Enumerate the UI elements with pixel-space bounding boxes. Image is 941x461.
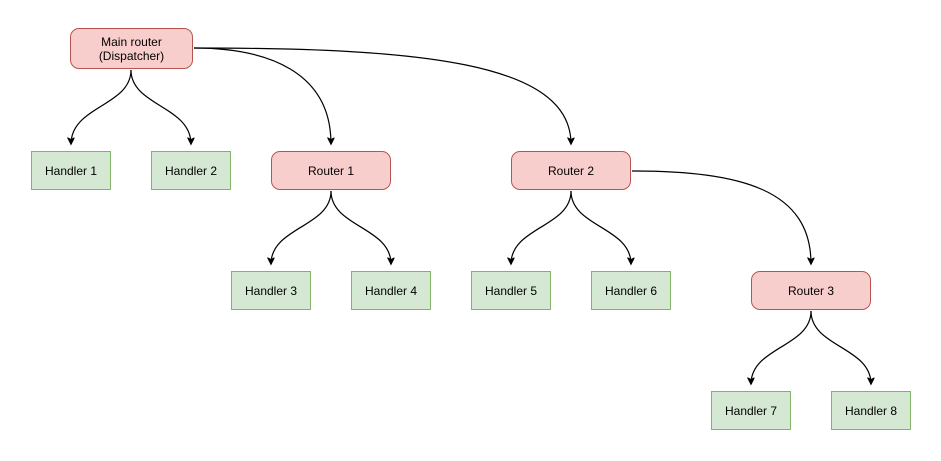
node-handler-8[interactable]: Handler 8 <box>831 391 911 430</box>
node-label: Router 1 <box>307 163 355 178</box>
node-router-3[interactable]: Router 3 <box>751 271 871 310</box>
node-label: Handler 4 <box>364 283 418 298</box>
node-label: Handler 7 <box>724 403 778 418</box>
node-label: Router 2 <box>547 163 595 178</box>
node-label: Handler 6 <box>604 283 658 298</box>
edge-router3-to-handler7 <box>751 310 812 384</box>
edge-main-to-router1 <box>193 47 331 144</box>
node-label: Router 3 <box>787 283 835 298</box>
edge-router2-to-handler6 <box>570 190 631 264</box>
edge-main-to-handler1 <box>71 69 132 144</box>
node-label: Handler 8 <box>844 403 898 418</box>
node-label: Handler 5 <box>484 283 538 298</box>
node-handler-3[interactable]: Handler 3 <box>231 271 311 310</box>
node-router-1[interactable]: Router 1 <box>271 151 391 190</box>
node-label: Main router (Dispatcher) <box>98 34 165 63</box>
node-label: Handler 1 <box>44 163 98 178</box>
edge-router1-to-handler3 <box>271 190 332 264</box>
node-main-router[interactable]: Main router (Dispatcher) <box>70 28 193 69</box>
edge-router2-to-handler5 <box>511 190 572 264</box>
edge-main-to-router2 <box>193 47 571 144</box>
node-label: Handler 2 <box>164 163 218 178</box>
edge-router1-to-handler4 <box>330 190 391 264</box>
node-handler-5[interactable]: Handler 5 <box>471 271 551 310</box>
edge-main-to-handler2 <box>130 69 191 144</box>
node-handler-4[interactable]: Handler 4 <box>351 271 431 310</box>
node-handler-1[interactable]: Handler 1 <box>31 151 111 190</box>
node-label: Handler 3 <box>244 283 298 298</box>
node-handler-6[interactable]: Handler 6 <box>591 271 671 310</box>
node-router-2[interactable]: Router 2 <box>511 151 631 190</box>
edge-router2-to-router3 <box>631 170 811 264</box>
node-handler-2[interactable]: Handler 2 <box>151 151 231 190</box>
node-handler-7[interactable]: Handler 7 <box>711 391 791 430</box>
edge-router3-to-handler8 <box>810 310 871 384</box>
